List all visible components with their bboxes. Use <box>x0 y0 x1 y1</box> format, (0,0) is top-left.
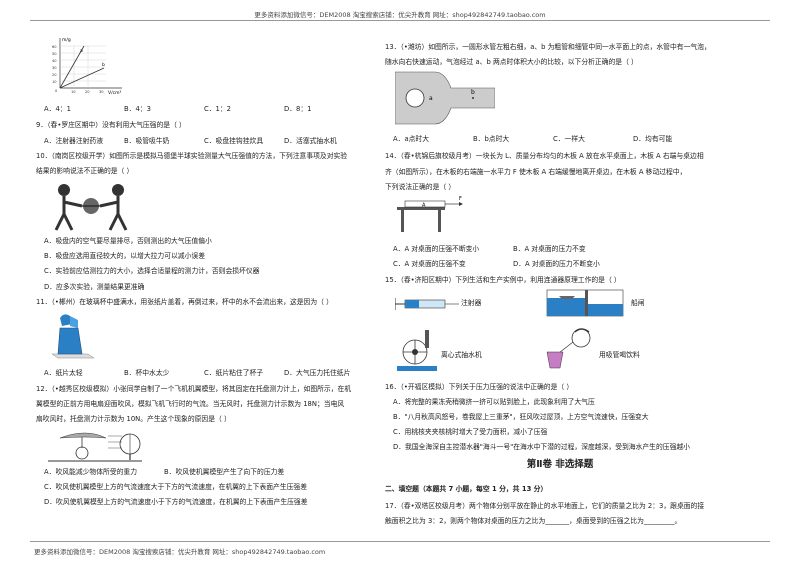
q14-option-b: B．A 对桌面的压力不变 <box>513 245 586 253</box>
fill-in-heading: 二、填空题（本题共 7 小题，每空 1 分，共 13 分） <box>385 485 548 493</box>
q11-stem: 11．（•郴州）在玻璃杯中盛满水，用张纸片盖着，再倒过来，杯中的水不会流出来，这… <box>36 298 333 306</box>
q16-option-c: C．用桃核夹夹核桃时增大了受力面积，减小了压强 <box>393 428 548 436</box>
q16-stem: 16．（•开福区模拟）下列关于压力压强的说法中正确的是（ ） <box>385 383 574 391</box>
graph-ytick: 10 <box>52 80 57 84</box>
option-c: C．吸盘挂钩挂炊具 <box>204 137 264 145</box>
board-label: A <box>422 203 426 209</box>
mass-volume-graph: m/g V/cm³ a b 60 50 40 30 20 10 0 10 20 … <box>52 37 122 96</box>
q10-option-c: C．实验前应估测拉力的大小，选择合适量程的测力计，否则会损坏仪器 <box>44 267 260 275</box>
wing-fan-figure <box>48 432 142 462</box>
board-table-figure: A F <box>397 196 463 232</box>
q15-option-b-label: 船闸 <box>631 299 645 307</box>
page-header: 更多资料添加微信号：DEM2008 淘宝搜索店铺：优尖升教育 网址：shop49… <box>254 11 546 19</box>
q13-stem-line2: 随水向右快速运动，气泡经过 a、b 两点时体积大小的比较，以下分析正确的是（ ） <box>385 58 638 66</box>
q10-stem-line1: 10．（南岗区校级开学）如图所示是模拟马德堡半球实验测量大气压强值的方法，下列注… <box>36 152 348 160</box>
section-title: 第Ⅱ卷 非选择题 <box>526 459 594 470</box>
option-b: B．4：3 <box>124 105 151 113</box>
graph-xtick: 30 <box>99 90 104 94</box>
option-a: A．4：1 <box>44 105 71 113</box>
pipe-figure: a b <box>395 71 495 125</box>
option-a: A．注射器注射药液 <box>44 137 104 145</box>
option-d: D．均有可能 <box>633 135 673 143</box>
q9-options: A．注射器注射药液 B．吸管吸牛奶 C．吸盘挂钩挂炊具 D．活塞式抽水机 <box>44 136 364 147</box>
q10-option-b: B．吸盘应选用直径较大的，以增大拉力可以减小误差 <box>44 252 205 260</box>
graph-ytick: 20 <box>52 73 57 77</box>
q15-option-c-label: 离心式抽水机 <box>441 351 482 359</box>
graph-ytick: 0 <box>55 89 58 93</box>
header-rule <box>30 20 770 21</box>
option-c: C．1：2 <box>204 105 231 113</box>
graph-ytick: 30 <box>52 66 57 70</box>
q14-option-a: A．A 对桌面的压强不断变小 <box>393 245 480 253</box>
option-c: C．一样大 <box>553 135 585 143</box>
q8-options: A．4：1 B．4：3 C．1：2 D．8：1 <box>44 104 364 115</box>
option-b: B．b点时大 <box>473 135 510 143</box>
q12-option-b: B．吹风使机翼模型产生了向下的压力差 <box>164 468 285 476</box>
q13-options: A．a点时大 B．b点时大 C．一样大 D．均有可能 <box>393 134 713 145</box>
option-d: D．大气压力托住纸片 <box>284 369 351 377</box>
q10-stem-line2: 结果的影响说法不正确的是（ ） <box>36 167 134 175</box>
q10-option-d: D．应多次实验，测量结果更准确 <box>44 283 145 291</box>
q15-option-a-label: 注射器 <box>461 299 482 307</box>
q10-option-a: A．吸盘内的空气要尽量排尽，否则测出的大气压值偏小 <box>44 237 212 245</box>
straw-drink-figure <box>546 328 591 369</box>
graph-line-a-label: a <box>80 49 83 54</box>
q15-stem: 15．（春•济阳区期中）下列生活和生产实例中，利用连通器原理工作的是（ ） <box>385 276 621 284</box>
q12-stem-line3: 扇吹风时，托盘测力计示数为 10N。产生这个现象的原因是（ ） <box>36 415 231 423</box>
q14-option-d: D．A 对桌面的压力不断变小 <box>513 260 600 268</box>
q11-options: A．纸片太轻 B．杯中水太少 C．纸片粘住了杯子 D．大气压力托住纸片 <box>44 368 364 379</box>
graph-xtick: 20 <box>85 90 90 94</box>
option-c: C．纸片粘住了杯子 <box>204 369 264 377</box>
centrifugal-pump-figure <box>397 330 437 371</box>
force-label: F <box>459 196 462 202</box>
graph-xtick: 10 <box>71 90 76 94</box>
option-d: D．活塞式抽水机 <box>284 137 337 145</box>
q12-option-d: D．吹风使机翼模型上方的气流速度小于下方的气流速度，在机翼的上下表面产生压强差 <box>44 498 308 506</box>
option-b: B．杯中水太少 <box>124 369 170 377</box>
graph-ytick: 50 <box>52 52 57 56</box>
q16-option-d: D．我国全海深自主控潜水器"海斗一号"在海水中下潜的过程，深度越深，受到海水产生… <box>393 443 690 451</box>
inverted-cup-figure <box>51 314 95 359</box>
hemisphere-tug-figure <box>54 184 128 231</box>
option-d: D．8：1 <box>284 105 312 113</box>
pipe-point-a-label: a <box>429 95 433 102</box>
syringe-figure <box>395 298 459 310</box>
q14-stem-line2: 齐（如图所示），在木板的右端施一水平力 F 使木板 A 右端缓慢地离开桌边，在木… <box>385 168 687 176</box>
graph-ytick: 60 <box>52 45 57 49</box>
q12-option-c: C．吹风使机翼模型上方的气流速度大于下方的气流速度，在机翼的上下表面产生压强差 <box>44 483 308 491</box>
ship-lock-figure <box>546 289 624 317</box>
q13-stem-line1: 13．（•潍坊）如图所示，一圆形水管左粗右细，a、b 为粗管和细管中同一水平面上… <box>385 43 711 51</box>
q14-stem-line1: 14．（春•杭锦后旗校级月考）一块长为 L、质量分布均匀的木板 A 放在水平桌面… <box>385 152 704 160</box>
page-footer: 更多资料添加微信号：DEM2008 淘宝搜索店铺：优尖升教育 网址：shop49… <box>34 548 326 556</box>
q12-option-a: A．吹风能减少物体所受的重力 <box>44 468 138 476</box>
graph-xlabel: V/cm³ <box>108 90 121 96</box>
q17-stem-line1: 17．（春•双塔区校级月考）两个物体分别平放在静止的水平地面上，它们的质量之比为… <box>385 502 705 510</box>
option-b: B．吸管吸牛奶 <box>124 137 170 145</box>
graph-line-b-label: b <box>102 62 105 68</box>
q15-option-d-label: 用吸管喝饮料 <box>599 351 640 359</box>
q12-stem-line1: 12．（•越秀区校级模拟）小张同学自制了一个飞机机翼模型，将其固定在托盘测力计上… <box>36 385 352 393</box>
graph-ytick: 40 <box>52 59 57 63</box>
q17-stem-line2: 触面积之比为 3：2，则两个物体对桌面的压力之比为_______，桌面受到的压强… <box>385 517 682 525</box>
option-a: A．纸片太轻 <box>44 369 83 377</box>
pipe-point-b-label: b <box>471 89 475 96</box>
option-a: A．a点时大 <box>393 135 430 143</box>
q16-option-b: B．"八月秋高风怒号，卷我屋上三重茅"，狂风吹过屋顶，上方空气流速快，压强变大 <box>393 413 649 421</box>
q14-option-c: C．A 对桌面的压强不变 <box>393 260 466 268</box>
q9-stem: 9．（春•罗庄区期中）没有利用大气压强的是（ ） <box>36 121 186 129</box>
q14-stem-line3: 下列说法正确的是（ ） <box>385 183 456 191</box>
q12-stem-line2: 翼模型的正前方用电扇迎面吹风，模拟飞机飞行时的气流。当无风时，托盘测力计示数为 … <box>36 400 345 408</box>
q16-option-a: A．将完整的果冻壳稍微挤一挤可以贴到脸上，此现象利用了大气压 <box>393 398 595 406</box>
graph-ylabel: m/g <box>62 37 71 43</box>
footer-rule <box>30 541 770 542</box>
